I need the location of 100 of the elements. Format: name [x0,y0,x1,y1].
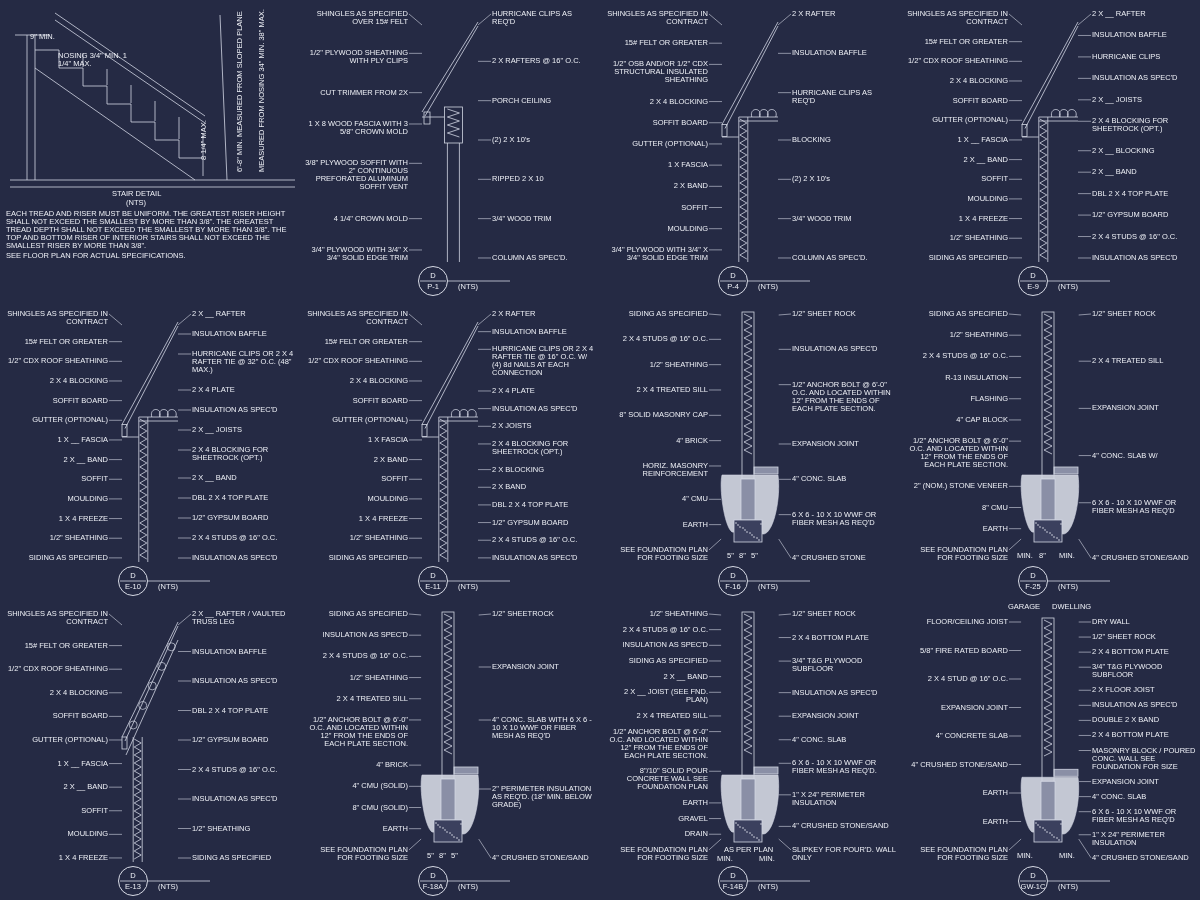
leader-line [177,798,192,800]
leader-line [477,179,492,180]
leader-line [177,449,192,451]
leader-line [408,341,423,342]
leader-line [477,13,492,26]
leader-line [108,857,123,859]
leader-line [777,92,792,93]
leader-line [477,469,492,470]
leader-line [177,497,192,499]
leader-line [708,313,722,316]
leader-line [108,786,123,788]
leader-line [1008,678,1022,680]
leader-line [1077,150,1092,151]
leader-line [778,538,792,559]
leader-line [1008,486,1022,487]
leader-line [778,715,792,717]
leader-line [708,13,723,26]
leader-line [408,439,423,441]
eave-section-drawing [121,321,179,563]
leader-line [408,53,423,54]
leader-line [708,499,722,500]
leader-line [477,100,492,101]
leader-line [1077,13,1092,26]
leader-line [108,557,123,559]
leader-line [108,341,123,342]
leader-line [1008,356,1022,357]
leader-line [477,425,492,427]
leader-line [778,613,792,616]
leader-line [708,645,722,646]
leader-line [478,838,492,859]
leader-line [477,522,492,523]
leader-line [708,692,722,693]
leader-line [1008,419,1022,421]
leader-line [1078,834,1092,836]
leader-line [708,207,723,208]
leader-line [1077,236,1092,237]
vaulted-eave-section-drawing [121,621,179,863]
leader-line [408,498,423,500]
leader-line [1077,171,1092,173]
leader-line [108,400,123,401]
leader-line [1008,821,1022,822]
leader-line [108,498,123,500]
leader-line [477,257,492,259]
leader-line [408,613,422,616]
leader-line [708,122,723,124]
leader-line [177,739,192,741]
leader-line [1078,502,1092,504]
leader-line [408,313,423,326]
leader-line [408,13,423,26]
wall-footing-section-drawing [420,611,479,843]
leader-line [1078,651,1092,653]
leader-line [177,333,192,335]
leader-line [1008,218,1023,219]
leader-line [708,440,722,441]
eave-section-drawing [421,321,479,563]
leader-line [108,439,123,441]
leader-line [708,802,722,804]
leader-line [1008,80,1023,82]
leader-line [1078,636,1092,638]
leader-line [1008,507,1022,508]
leader-line [1008,377,1022,378]
leader-line [1078,705,1092,706]
leader-line [1008,764,1022,765]
leader-line [1078,796,1092,797]
leader-line [1008,139,1023,141]
leader-line [108,361,123,362]
leader-line [708,465,722,467]
leader-line [778,660,792,662]
leader-line [1008,440,1022,442]
leader-line [477,218,492,219]
leader-line [177,651,192,652]
leader-line [778,794,792,796]
leader-line [778,838,792,851]
leader-line [408,478,423,480]
leader-line [708,364,722,365]
leader-line [1008,237,1023,239]
leader-line [777,218,792,219]
leader-line [1077,56,1092,58]
leader-line [1078,313,1092,316]
leader-line [1077,257,1092,259]
leader-line [477,331,492,332]
leader-line [1008,159,1023,160]
leader-line [408,459,423,460]
leader-line [708,42,723,44]
leader-line [708,143,723,145]
leader-line [177,477,192,479]
leader-line [408,249,423,251]
leader-line [1008,707,1022,708]
leader-line [177,857,192,859]
leader-line [708,660,722,662]
leader-line [708,629,722,630]
leader-line [408,764,422,766]
leader-line [708,770,722,772]
leader-line [1008,120,1023,121]
leader-line [108,645,123,646]
leader-line [177,313,192,326]
leader-line [177,517,192,519]
leader-line [708,415,722,416]
leader-line [408,537,423,539]
leader-line [408,807,422,808]
